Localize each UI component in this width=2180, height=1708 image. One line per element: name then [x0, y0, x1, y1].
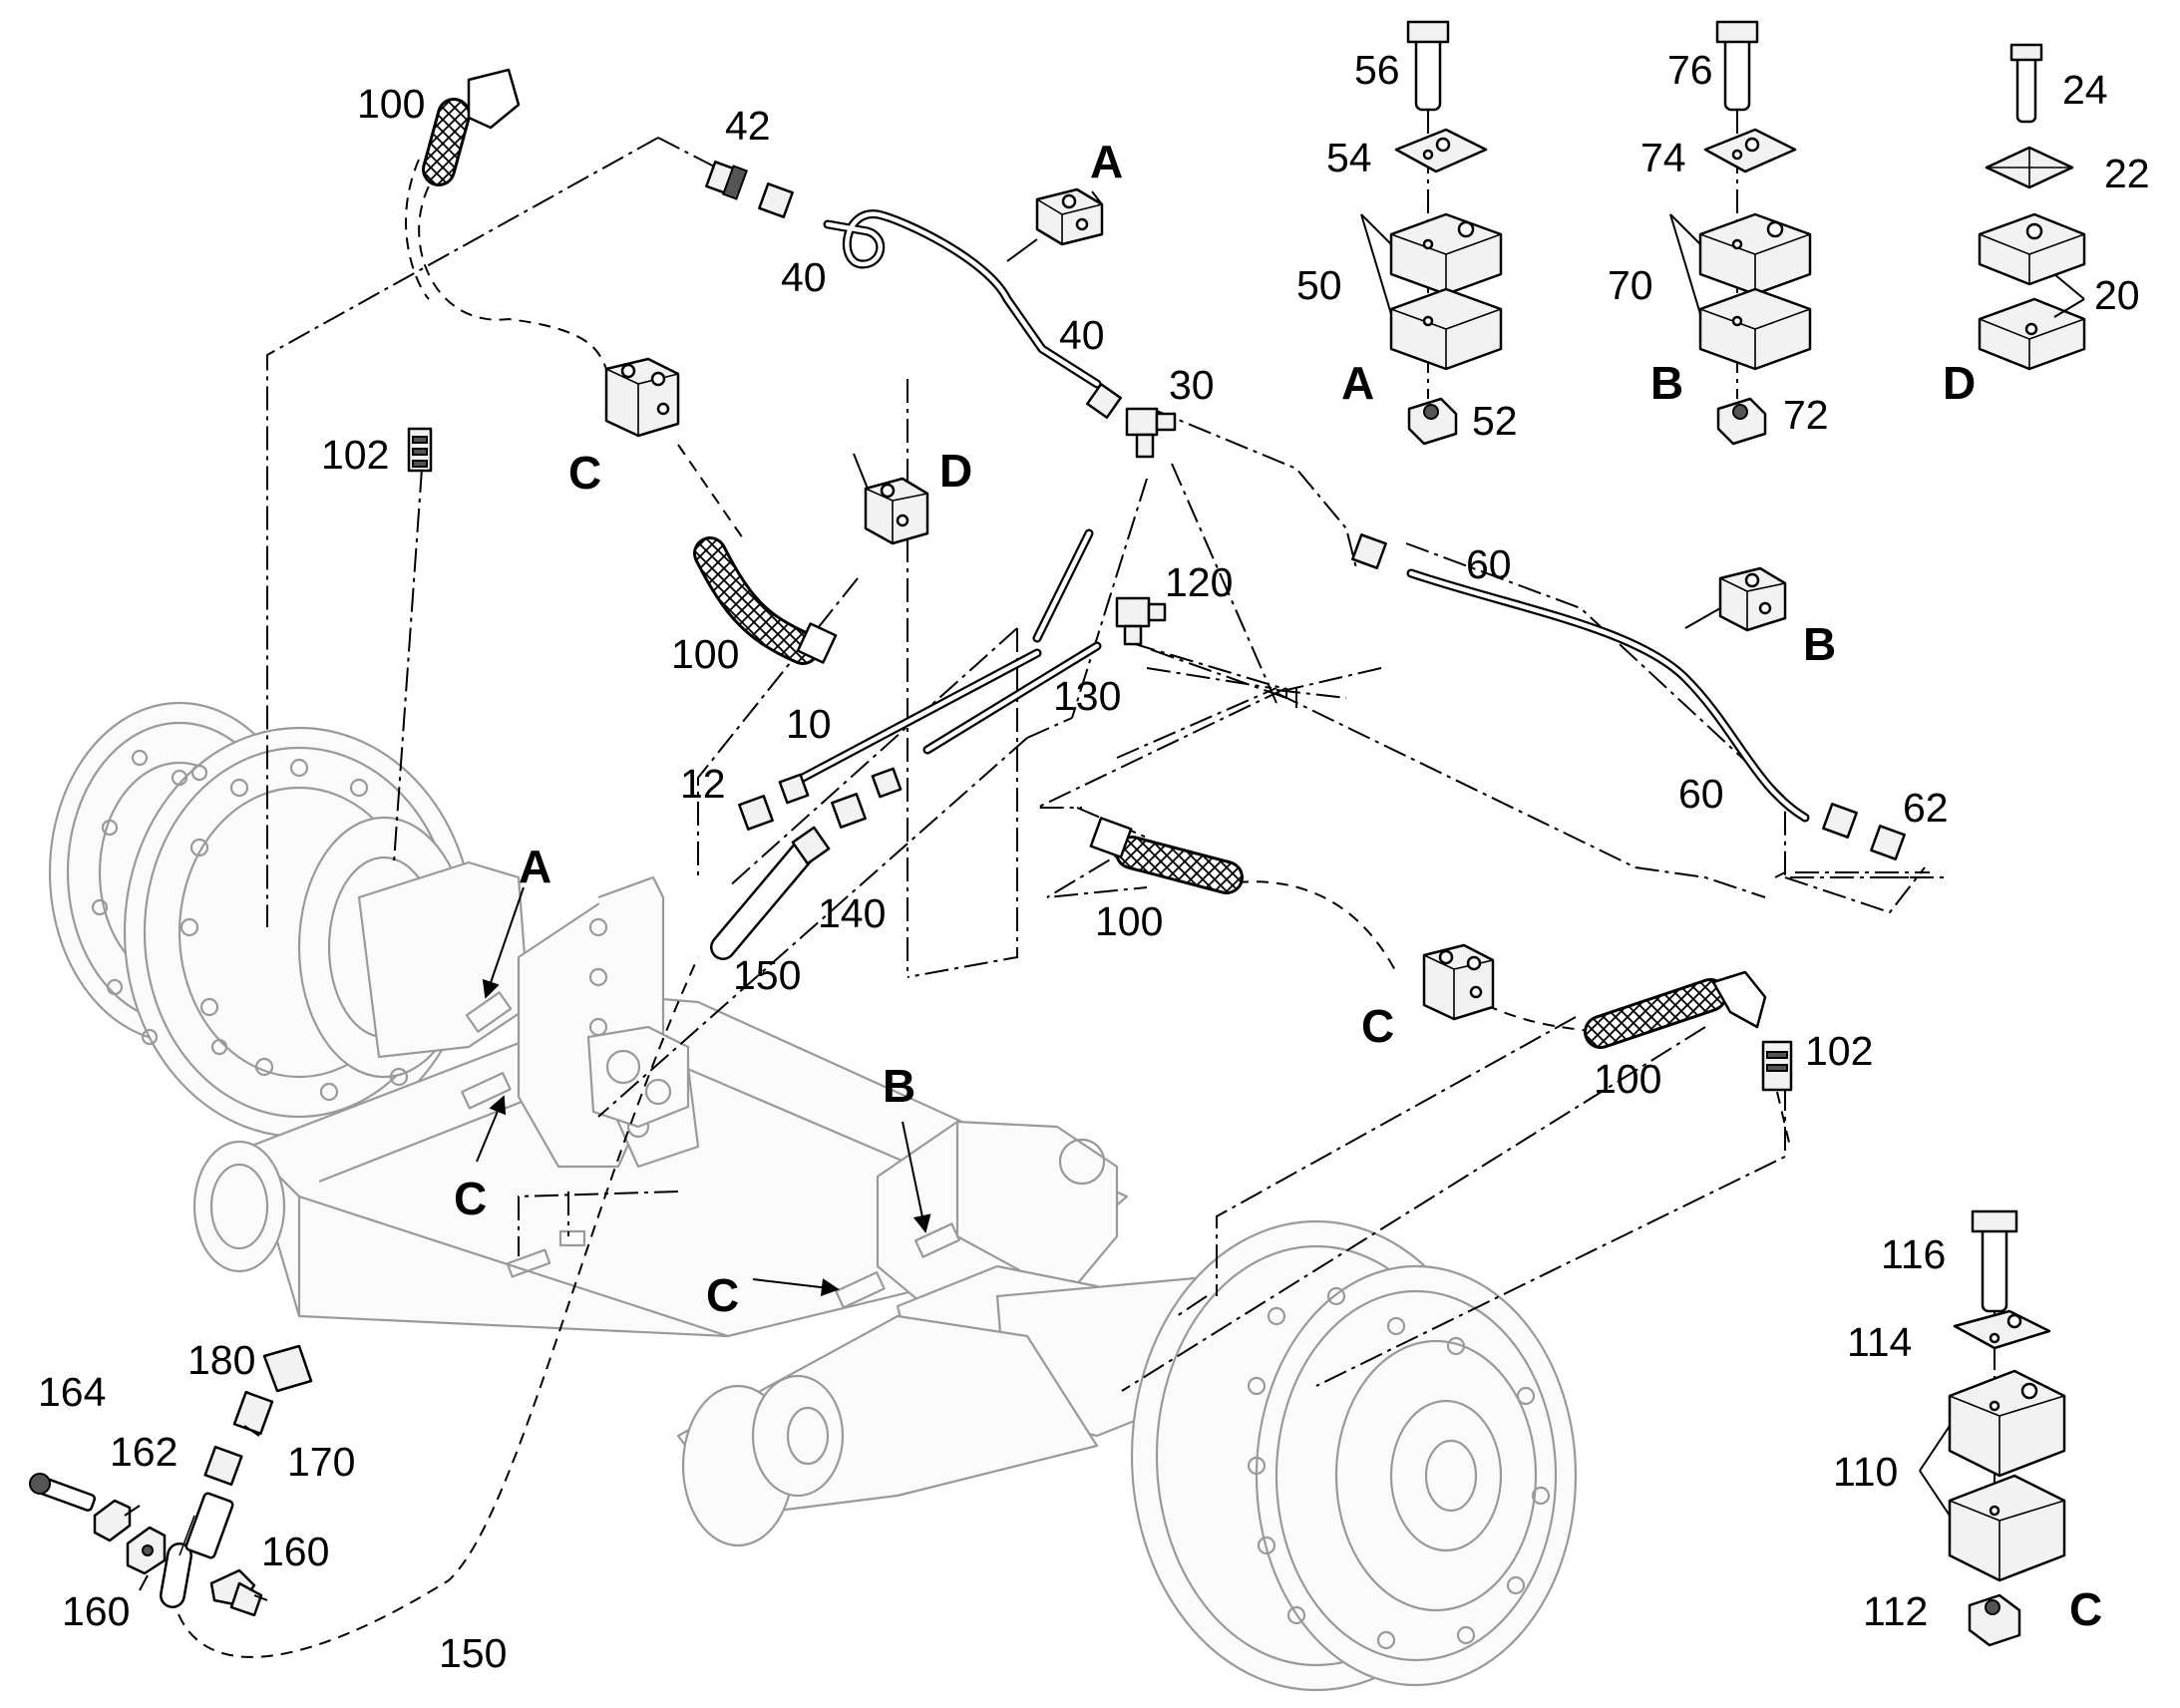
letter-a-clamp: A: [1090, 136, 1123, 187]
callout-100-right-b: 100: [1594, 1056, 1661, 1102]
callout-150-b: 150: [439, 1630, 507, 1676]
clamp-kit-b: [1698, 20, 1812, 446]
callout-62: 62: [1903, 785, 1949, 831]
left-axle-tube: [357, 860, 531, 1059]
callout-120: 120: [1165, 559, 1233, 605]
right-wheel-hub: [1130, 1219, 1578, 1692]
callout-150-a: 150: [733, 952, 801, 998]
callout-42: 42: [725, 103, 771, 149]
letter-c-clamp-right: C: [1361, 1000, 1394, 1052]
callout-102-right: 102: [1805, 1028, 1873, 1074]
letter-labels: A C D B C A C B C A B D C: [454, 136, 2102, 1635]
adapter-12: [738, 773, 810, 831]
leader-lines: [124, 190, 2085, 1601]
letter-c-clamp-top: C: [568, 447, 601, 499]
callout-60-b: 60: [1678, 771, 1724, 817]
tee-30: [1125, 407, 1177, 459]
fittings: [407, 161, 1906, 1092]
clamp-kit-c: [1948, 1209, 2066, 1647]
clamp-a-scene: [1035, 187, 1104, 246]
nut-40-b: [1086, 383, 1122, 419]
callout-170: 170: [287, 1439, 355, 1485]
callout-72: 72: [1783, 392, 1829, 438]
callout-56: 56: [1354, 47, 1400, 93]
center-lines: [266, 137, 1945, 1392]
callout-112: 112: [1863, 1588, 1928, 1634]
letter-c-kit: C: [2069, 1583, 2102, 1635]
nut-40-a: [758, 182, 794, 218]
callout-76: 76: [1667, 47, 1713, 93]
callout-130: 130: [1053, 673, 1121, 719]
callout-100-right-a: 100: [1095, 898, 1163, 944]
callout-180: 180: [187, 1337, 255, 1383]
axle-assembly: [48, 701, 1578, 1692]
callout-50: 50: [1296, 262, 1342, 308]
callout-12: 12: [680, 761, 726, 807]
adapter-102-left: [407, 427, 433, 473]
callout-160-b: 160: [261, 1529, 329, 1574]
letter-d-kit: D: [1943, 357, 1976, 409]
callout-162: 162: [110, 1429, 178, 1475]
callout-100-top: 100: [357, 81, 425, 127]
lower-left-kit: [29, 1344, 313, 1617]
callout-20: 20: [2094, 272, 2140, 318]
letter-c-axle-mid: C: [706, 1269, 739, 1321]
callout-40-a: 40: [781, 254, 827, 300]
callout-116: 116: [1881, 1231, 1946, 1277]
hoses-100: [160, 68, 1767, 1608]
callout-10: 10: [786, 701, 832, 747]
clamps-scene: [604, 187, 1787, 1021]
center-trunnion: [676, 1314, 1099, 1547]
nut-150: [791, 826, 831, 865]
callout-22: 22: [2104, 151, 2150, 196]
callout-60-a: 60: [1466, 541, 1512, 587]
letter-a-axle: A: [519, 841, 551, 892]
adapter-140: [831, 767, 903, 829]
clamp-kit-d: [1978, 43, 2086, 371]
callout-110: 110: [1833, 1449, 1898, 1495]
callout-52: 52: [1472, 398, 1518, 444]
callout-30: 30: [1169, 362, 1215, 408]
clamp-c-scene-top: [604, 357, 680, 438]
nut-60-a: [1351, 533, 1387, 569]
callout-74: 74: [1640, 135, 1686, 180]
callout-100-mid: 100: [671, 631, 739, 677]
callout-140: 140: [818, 890, 886, 936]
callout-70: 70: [1608, 262, 1653, 308]
clamp-b-scene: [1718, 566, 1787, 632]
callout-24: 24: [2062, 67, 2108, 113]
nut-60-b: [1822, 803, 1858, 839]
clamp-c-scene-right: [1422, 943, 1495, 1021]
adapter-102-right: [1761, 1040, 1793, 1092]
clamp-d-scene: [864, 477, 929, 545]
brake-valve: [586, 1025, 690, 1129]
tee-120: [1115, 596, 1167, 646]
callout-40-b: 40: [1059, 312, 1105, 358]
clamp-kit-a: [1389, 20, 1503, 446]
callout-160-a: 160: [62, 1588, 130, 1634]
brake-pipes: [798, 209, 1810, 823]
letter-b-clamp: B: [1803, 618, 1836, 670]
callout-164: 164: [38, 1369, 106, 1415]
letter-c-axle-left: C: [454, 1173, 487, 1224]
letter-b-axle: B: [883, 1060, 915, 1112]
letter-d-clamp: D: [939, 445, 972, 497]
hose-150: [710, 840, 816, 960]
letter-b-kit: B: [1650, 357, 1683, 409]
callout-114: 114: [1847, 1319, 1912, 1365]
callout-54: 54: [1326, 135, 1372, 180]
callout-102-left: 102: [321, 432, 389, 478]
letter-a-kit: A: [1341, 357, 1374, 409]
connector-42: [705, 161, 748, 200]
callout-numbers: 100 42 40 40 30 102 100 120 60 60 62 10 …: [38, 47, 2150, 1676]
connector-62: [1870, 825, 1906, 860]
